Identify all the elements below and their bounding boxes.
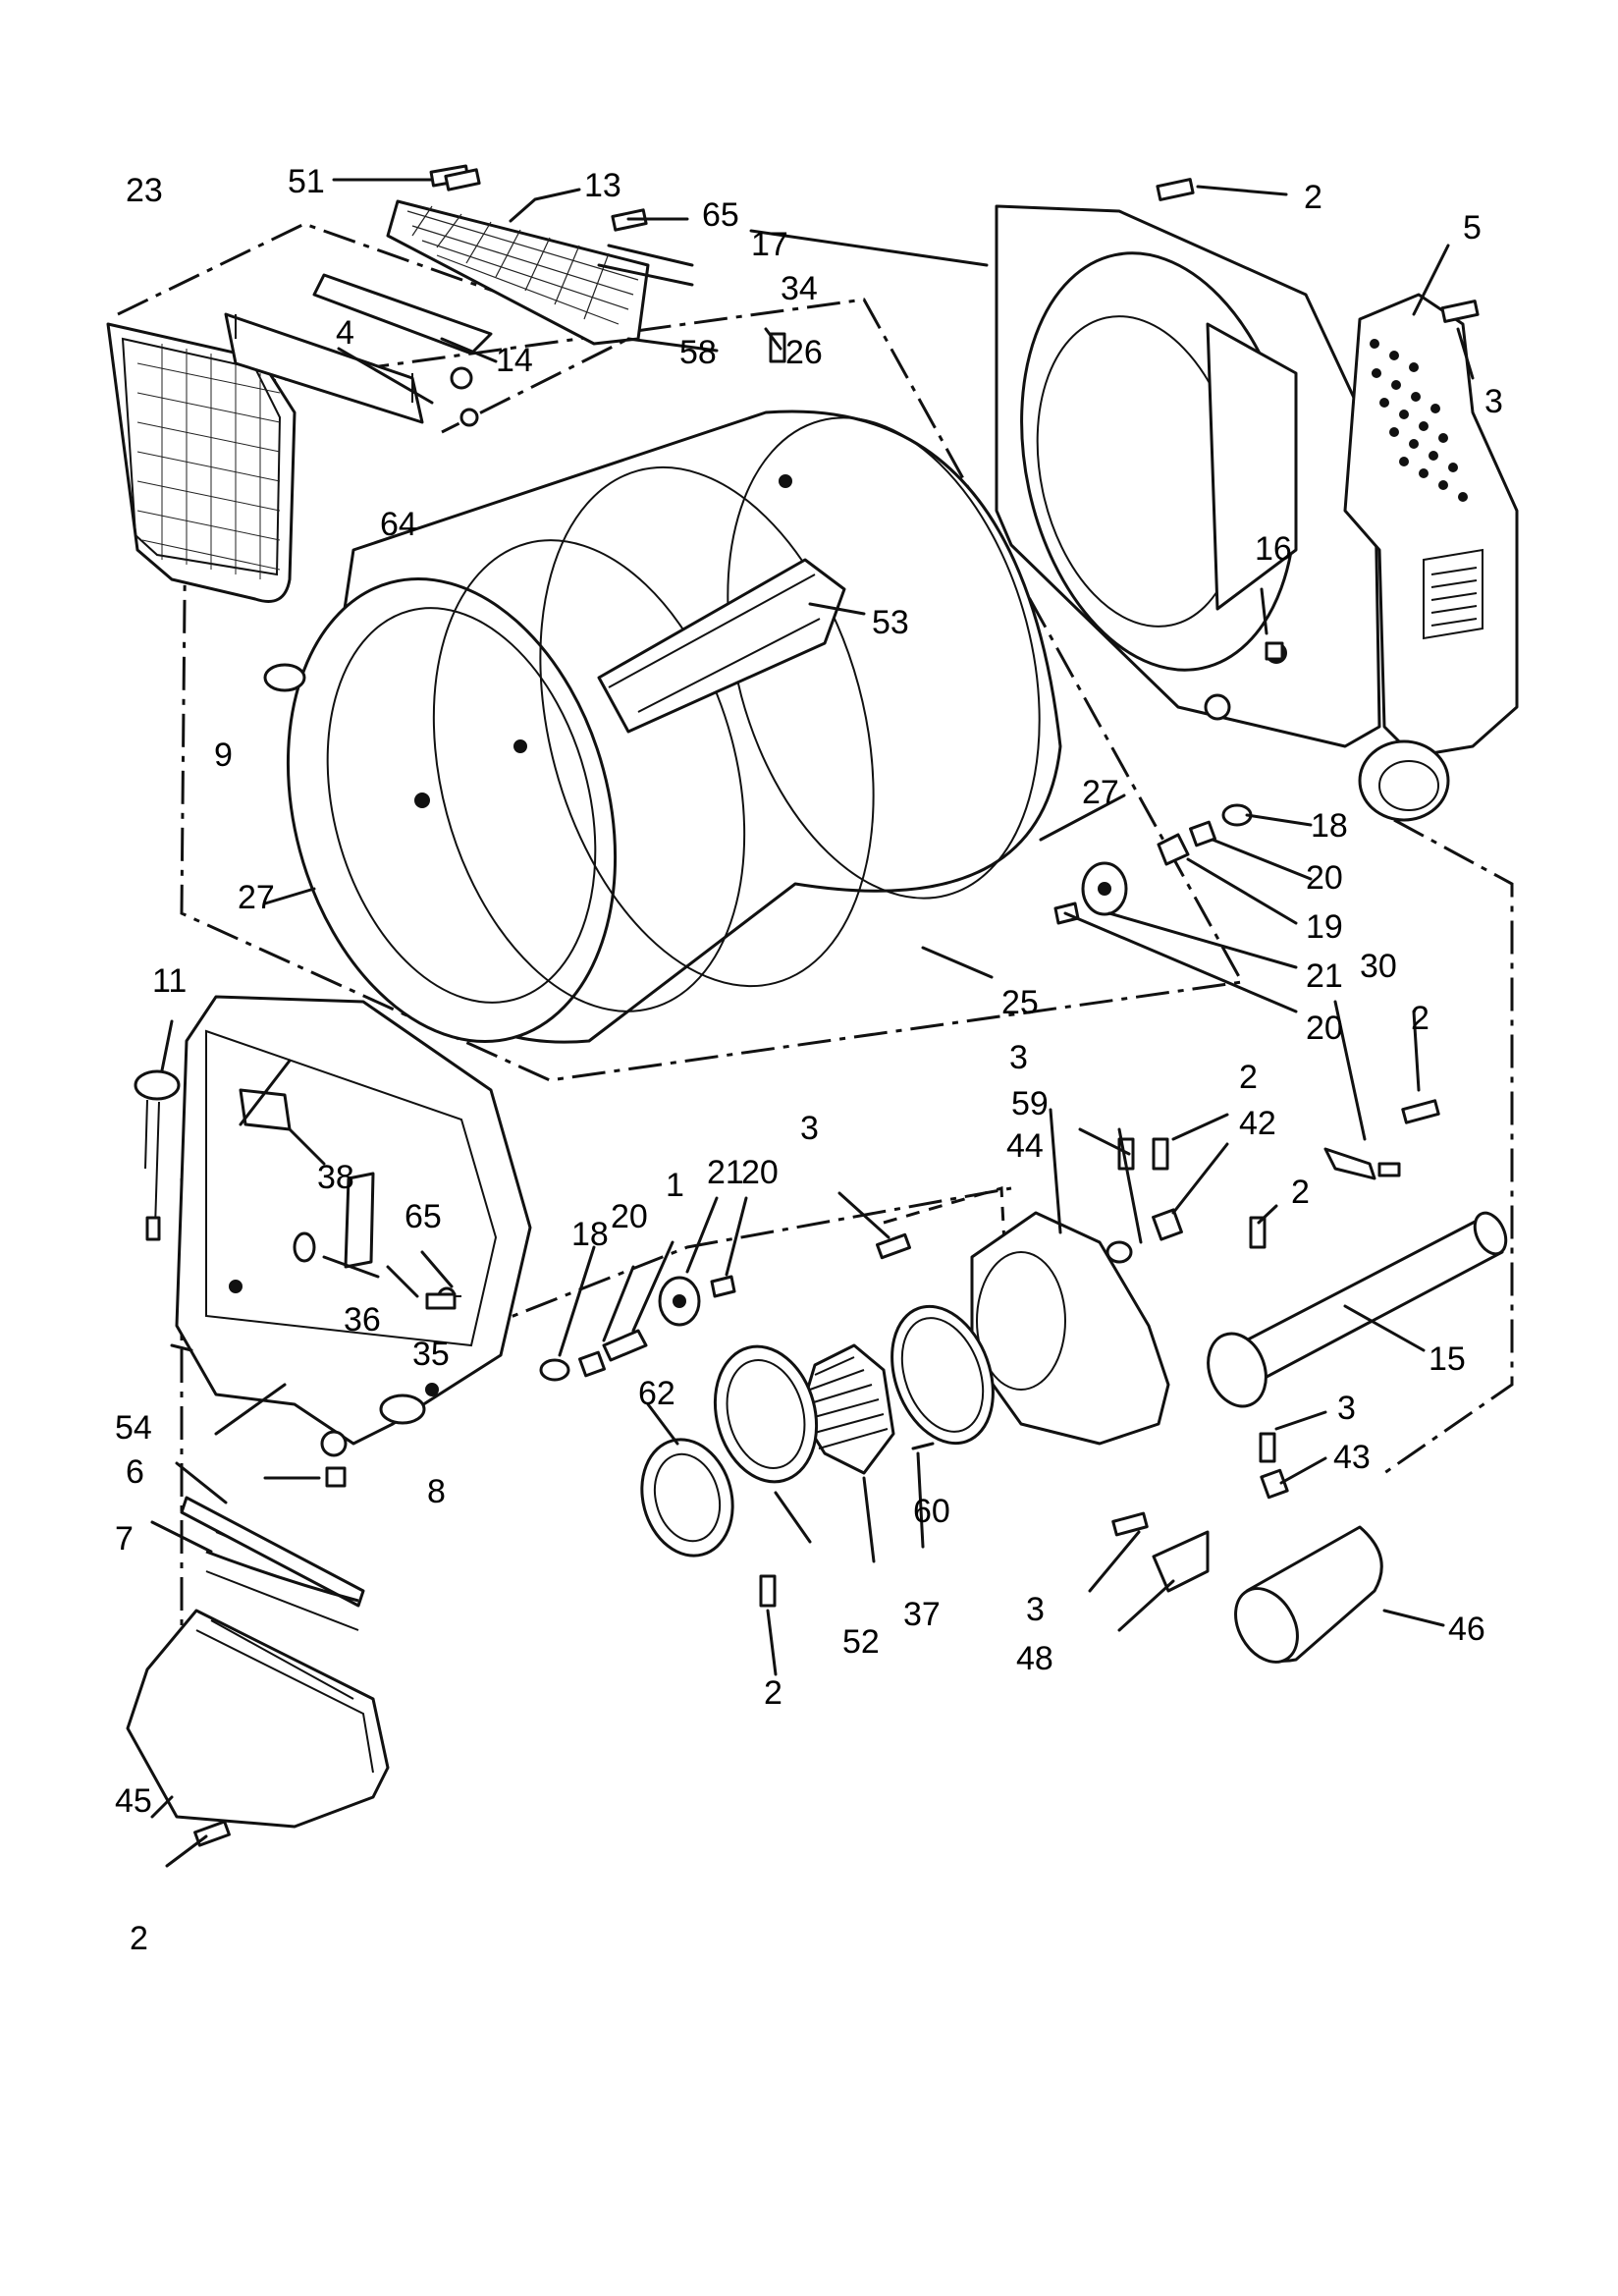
lint-duct-parts-4-14	[224, 273, 493, 424]
callout-64: 64	[380, 506, 417, 543]
callout-20-front-a: 20	[741, 1154, 779, 1191]
callout-20-rear-a: 20	[1306, 859, 1343, 897]
leader-lines	[150, 178, 1475, 1868]
callout-18-rear: 18	[1311, 807, 1348, 845]
screw-2-top	[1156, 178, 1195, 201]
blower-housing-part-44	[970, 1211, 1170, 1446]
idler-assembly-front	[539, 1275, 736, 1382]
screw-2-30	[1401, 1099, 1440, 1124]
callout-2-15: 2	[1291, 1174, 1310, 1211]
callout-59: 59	[1011, 1085, 1049, 1122]
callout-27-left: 27	[238, 879, 275, 916]
screw-3-mid	[876, 1232, 911, 1260]
screw-51	[444, 168, 481, 191]
air-duct-part-45	[126, 1531, 390, 1829]
callout-20-front-b: 20	[611, 1198, 648, 1235]
callout-4: 4	[336, 314, 354, 352]
callout-30: 30	[1360, 948, 1397, 985]
callout-37: 37	[903, 1596, 941, 1633]
callout-34: 34	[781, 270, 818, 307]
callout-51: 51	[288, 163, 325, 200]
callout-52: 52	[842, 1623, 880, 1661]
screw-2-52	[759, 1574, 777, 1608]
callout-3-59: 3	[1009, 1039, 1028, 1076]
callout-labels: 23 51 13 65 17 34 58 4 14 26 2 5 3 64 16…	[115, 163, 1503, 1957]
spring-4	[459, 408, 479, 427]
callout-2-52: 2	[764, 1674, 782, 1712]
callout-7: 7	[115, 1520, 134, 1558]
drum-part-25	[286, 410, 1062, 1044]
blower-parts	[640, 1304, 995, 1558]
callout-43: 43	[1333, 1439, 1371, 1476]
callout-62: 62	[638, 1375, 675, 1412]
callout-6: 6	[126, 1453, 144, 1491]
callout-25: 25	[1001, 984, 1039, 1021]
roller-part-9	[263, 663, 306, 692]
callout-2-45: 2	[130, 1920, 148, 1957]
seal-parts-6-7	[180, 1496, 365, 1608]
callout-54: 54	[115, 1409, 152, 1447]
callout-2-top: 2	[1304, 179, 1322, 216]
callout-46: 46	[1448, 1611, 1485, 1648]
callout-19: 19	[1306, 908, 1343, 946]
door-switch-part-11	[134, 1069, 181, 1241]
callout-16: 16	[1255, 530, 1292, 568]
screw-3-top	[1440, 300, 1480, 323]
nut-8	[325, 1466, 347, 1488]
rear-bulkhead-part-17	[995, 204, 1381, 748]
callout-38: 38	[317, 1159, 354, 1196]
callout-2-42: 2	[1239, 1059, 1258, 1096]
callout-65-top: 65	[702, 196, 739, 234]
front-bulkhead-part-54	[175, 995, 532, 1457]
callout-36: 36	[344, 1301, 381, 1339]
callout-65-front: 65	[404, 1198, 442, 1235]
callout-53: 53	[872, 604, 909, 641]
callout-48: 48	[1016, 1640, 1053, 1677]
callout-42: 42	[1239, 1105, 1276, 1142]
callout-13: 13	[584, 167, 621, 204]
callout-3-top: 3	[1484, 383, 1503, 420]
callout-3-43: 3	[1337, 1390, 1356, 1427]
callout-23: 23	[126, 172, 163, 209]
screw-16	[1265, 641, 1284, 661]
exhaust-hood-part-46	[1234, 1525, 1383, 1664]
callout-2-30: 2	[1411, 1000, 1429, 1037]
callout-21-rear: 21	[1306, 957, 1343, 995]
screws	[193, 168, 1480, 1847]
callout-60: 60	[913, 1493, 950, 1530]
callout-8: 8	[427, 1473, 446, 1510]
callout-21-front: 21	[707, 1154, 744, 1191]
callout-26: 26	[785, 334, 823, 371]
callout-44: 44	[1006, 1127, 1044, 1165]
callout-45: 45	[115, 1782, 152, 1820]
screw-2-15	[1249, 1216, 1267, 1249]
callout-3-mid: 3	[800, 1110, 819, 1147]
callout-11: 11	[152, 962, 187, 1000]
idler-assembly-rear	[1053, 803, 1253, 925]
callout-20-rear-b: 20	[1306, 1010, 1343, 1047]
small-hardware	[1106, 1147, 1401, 1593]
screw-3-43	[1259, 1432, 1276, 1463]
callout-5: 5	[1463, 209, 1482, 246]
callout-1: 1	[666, 1167, 684, 1204]
callout-27-right: 27	[1082, 774, 1119, 811]
callout-14: 14	[496, 342, 533, 379]
screw-65-front	[425, 1292, 457, 1310]
callout-17: 17	[751, 226, 788, 263]
callout-9: 9	[214, 737, 233, 774]
callout-15: 15	[1429, 1340, 1466, 1378]
baffle-part-53	[597, 558, 846, 734]
exhaust-tube-part-15	[1207, 1211, 1508, 1408]
callout-18-front: 18	[571, 1216, 609, 1253]
callout-35: 35	[412, 1336, 450, 1373]
screw-2-42	[1152, 1137, 1169, 1171]
callout-58: 58	[679, 334, 717, 371]
screw-3-48	[1111, 1511, 1149, 1537]
callout-3-48: 3	[1026, 1591, 1045, 1628]
lint-screen-part-64	[106, 322, 297, 603]
